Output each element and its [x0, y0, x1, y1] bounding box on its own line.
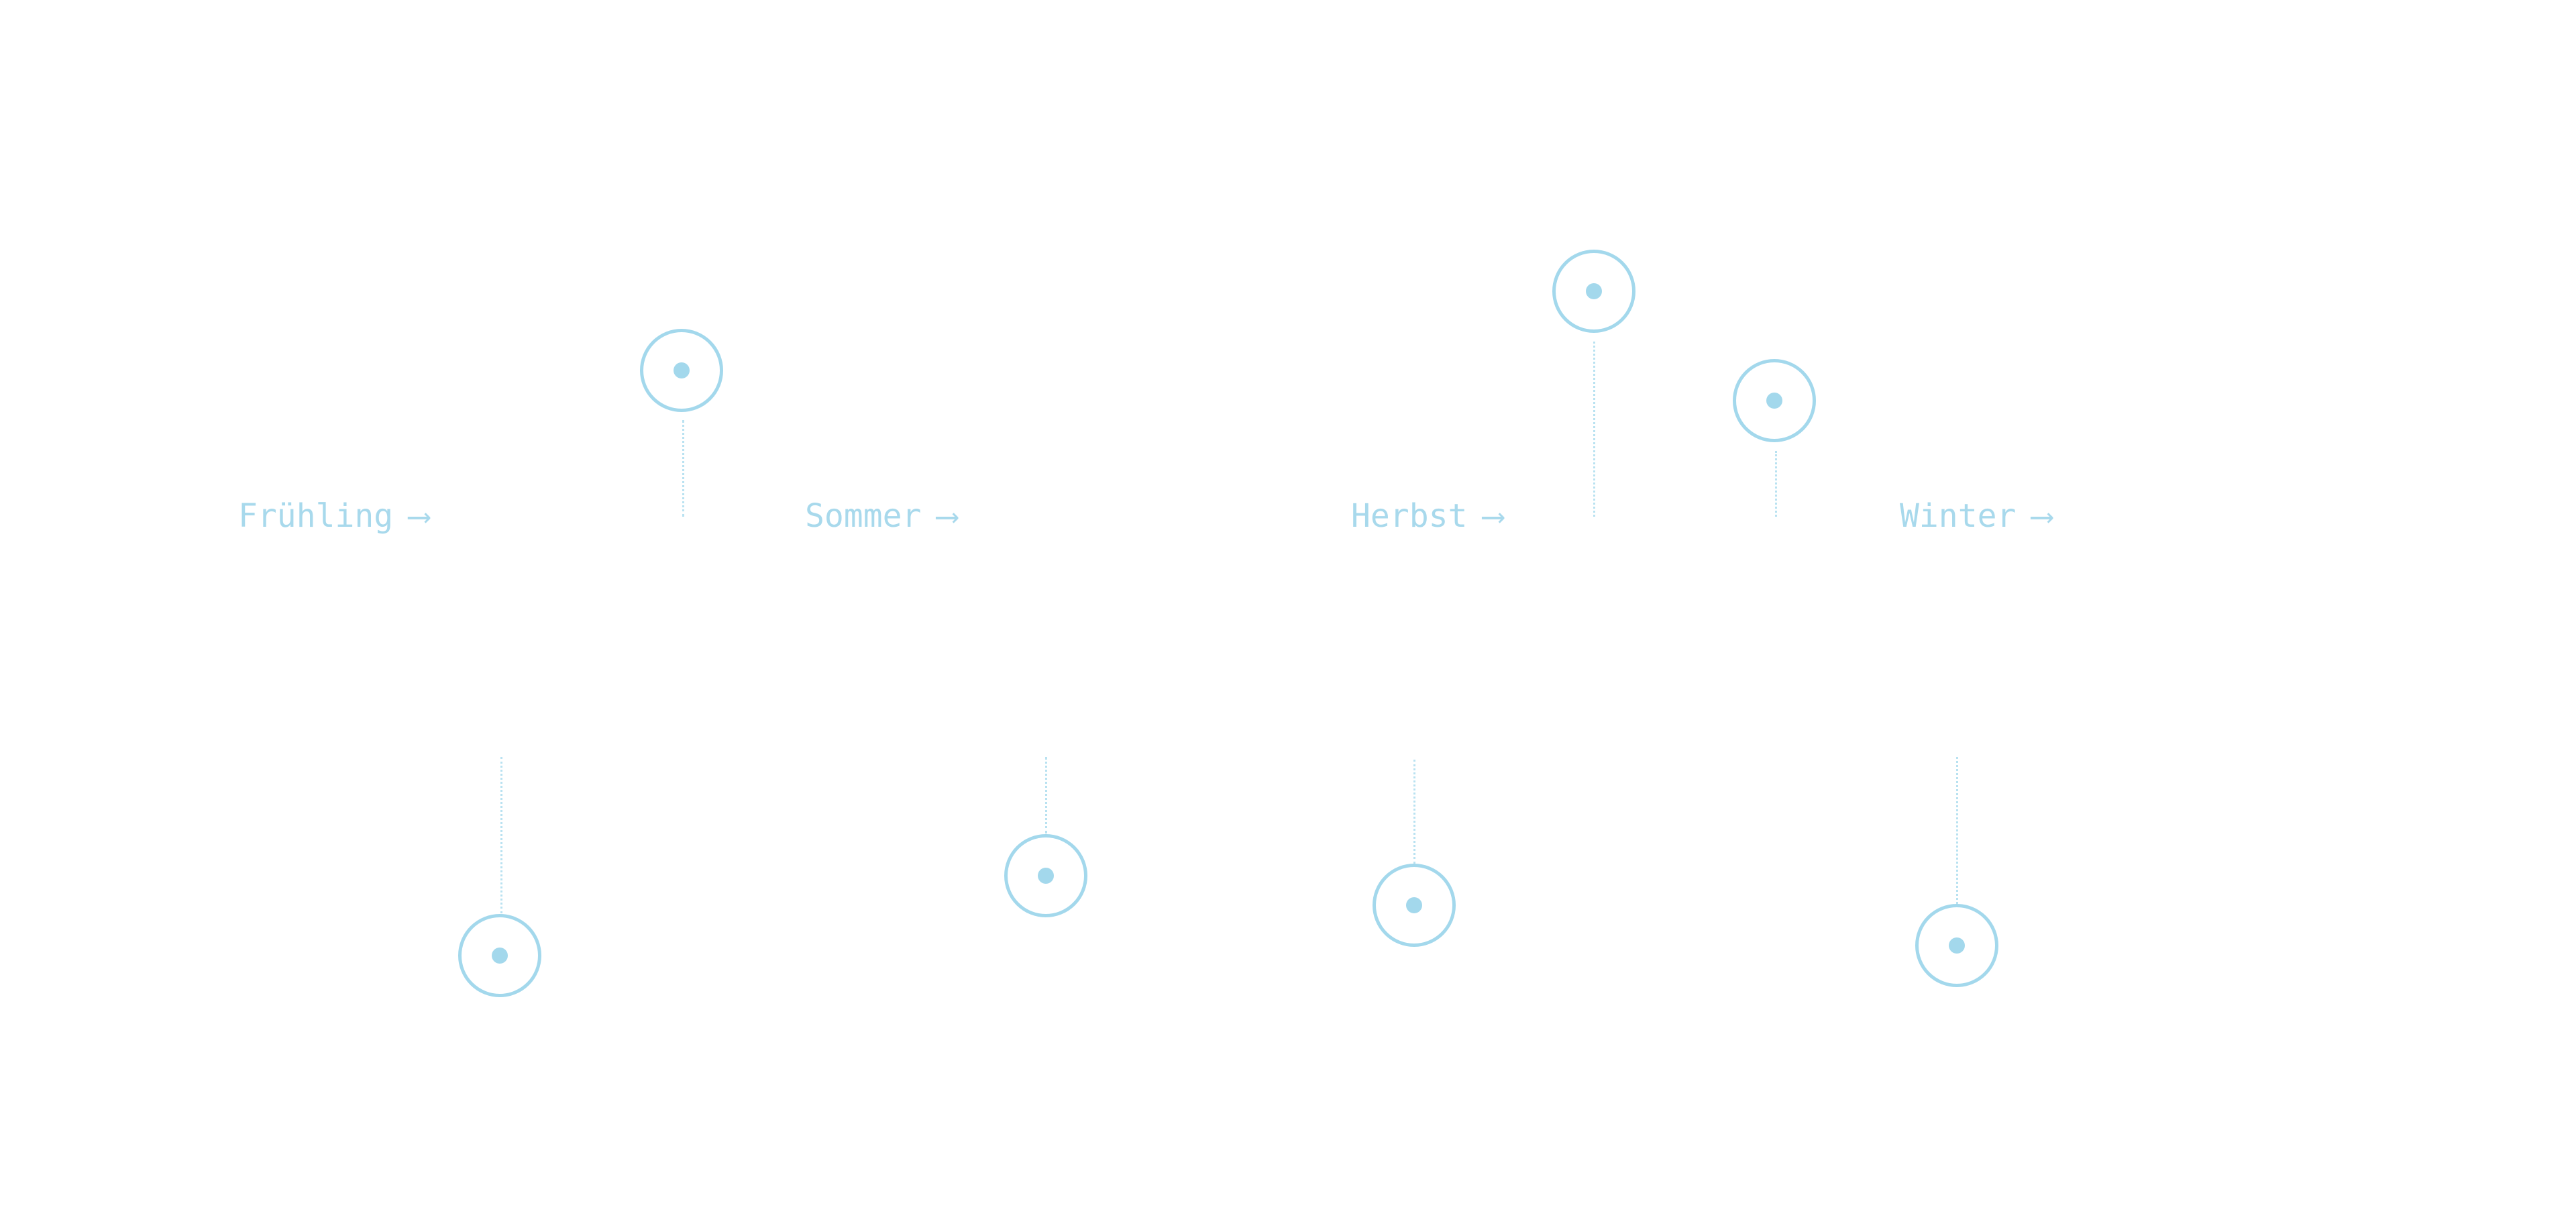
pin-dot — [1949, 937, 1965, 954]
season-label-fruehling[interactable]: Frühling ⟶ — [238, 492, 429, 540]
pin-dot — [1038, 868, 1054, 884]
season-name: Winter — [1900, 497, 2017, 535]
pin-stem — [1775, 451, 1777, 517]
circle-dot-pin-icon[interactable] — [1373, 864, 1456, 947]
season-label-sommer[interactable]: Sommer ⟶ — [805, 492, 957, 540]
pin-dot — [1586, 283, 1602, 299]
season-name: Herbst — [1351, 497, 1468, 535]
pin-stem — [1413, 760, 1415, 864]
circle-dot-pin-icon[interactable] — [1552, 250, 1635, 333]
circle-dot-pin-icon[interactable] — [1004, 834, 1087, 917]
pin-dot — [492, 948, 508, 964]
pin-stem — [1593, 342, 1595, 517]
arrow-right-icon: ⟶ — [1483, 497, 1503, 535]
season-name: Sommer — [805, 497, 922, 535]
pin-dot — [674, 362, 690, 378]
pin-dot — [1406, 897, 1422, 913]
pin-dot — [1766, 393, 1782, 409]
season-label-winter[interactable]: Winter ⟶ — [1900, 492, 2051, 540]
arrow-right-icon: ⟶ — [2032, 497, 2052, 535]
arrow-right-icon: ⟶ — [937, 497, 957, 535]
circle-dot-pin-icon[interactable] — [640, 329, 723, 412]
pin-stem — [682, 420, 684, 517]
season-label-herbst[interactable]: Herbst ⟶ — [1351, 492, 1503, 540]
pin-stem — [1045, 757, 1047, 833]
pin-stem — [500, 757, 502, 913]
season-name: Frühling — [238, 497, 394, 535]
arrow-right-icon: ⟶ — [409, 497, 429, 535]
circle-dot-pin-icon[interactable] — [458, 914, 541, 997]
circle-dot-pin-icon[interactable] — [1733, 359, 1816, 442]
pin-stem — [1956, 757, 1958, 904]
circle-dot-pin-icon[interactable] — [1915, 904, 1998, 987]
